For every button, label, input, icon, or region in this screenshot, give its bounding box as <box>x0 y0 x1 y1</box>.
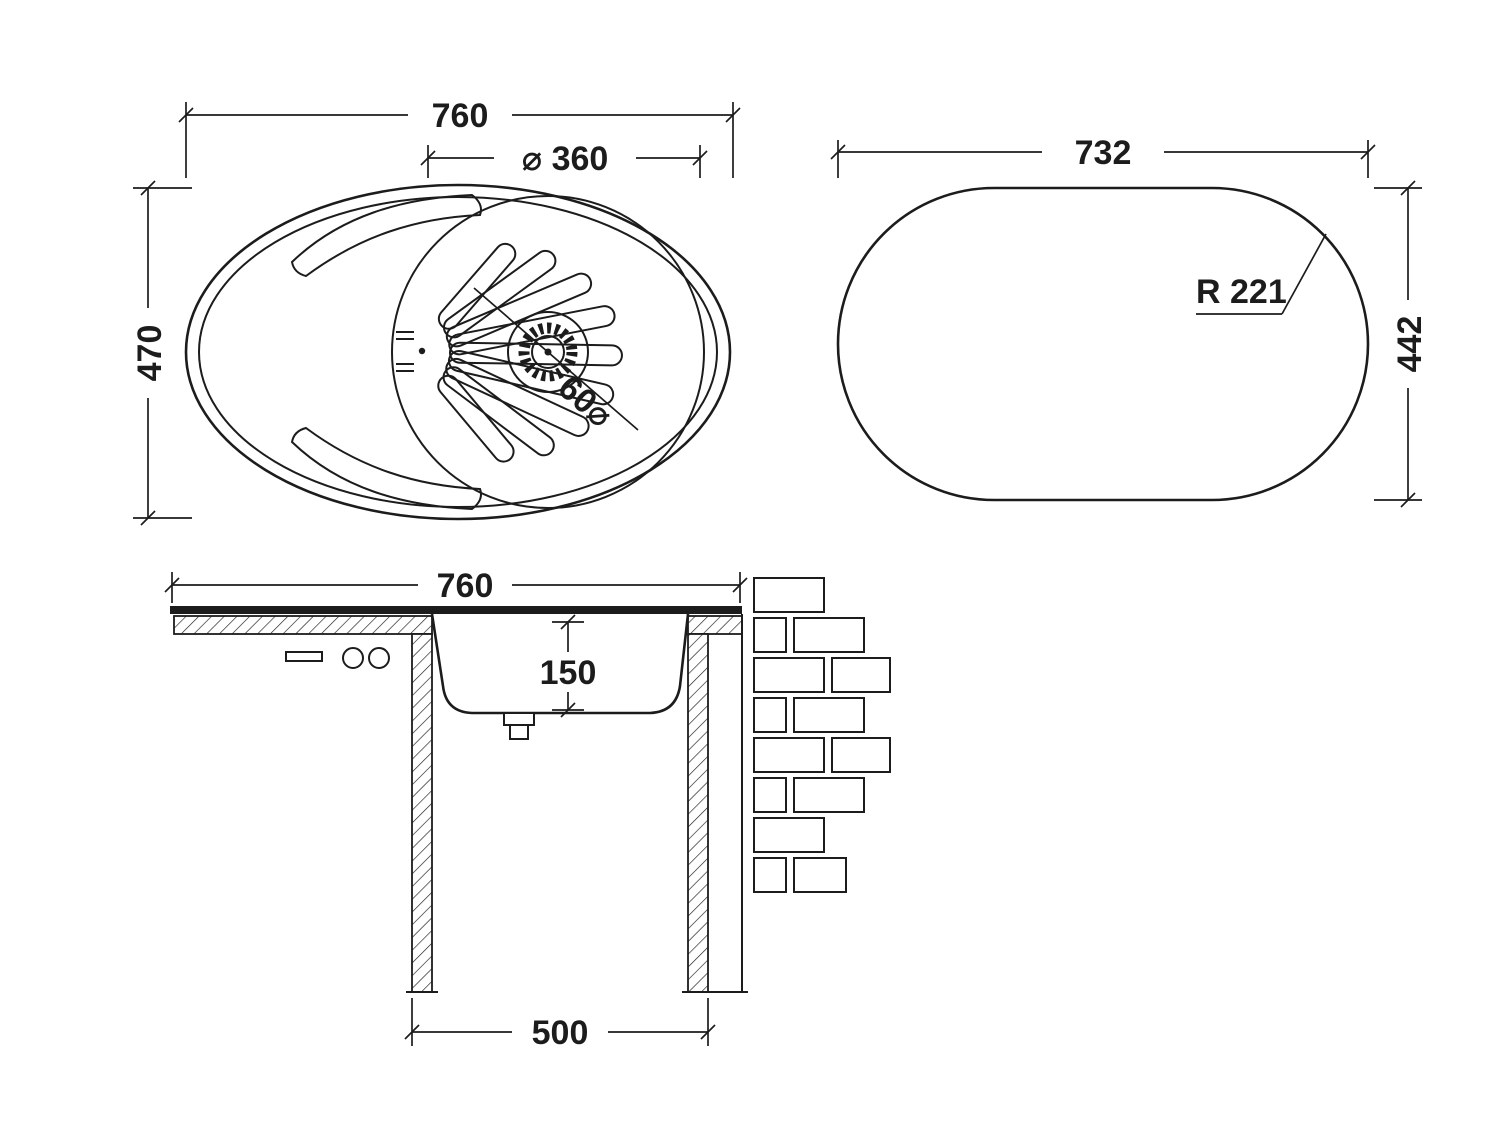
drain-outer-ring <box>507 311 589 393</box>
top-height-label: 470 <box>131 325 169 382</box>
sink-outline-shape <box>836 186 1370 502</box>
bowl-section <box>430 613 690 715</box>
corner-radius-label: R 221 <box>1196 273 1287 311</box>
drainboard-rib <box>437 242 517 330</box>
top-width-label: 760 <box>432 97 489 135</box>
brick-wall <box>753 577 891 893</box>
brick <box>793 857 847 893</box>
sink-outer-rim <box>184 183 732 521</box>
dim-outline-height <box>1374 180 1422 508</box>
outline-height-label: 442 <box>1391 316 1429 373</box>
faucet-slot <box>285 651 323 662</box>
bowl-depth-label: 150 <box>540 654 597 692</box>
drain-inner-ring <box>531 335 565 369</box>
cabinet-right-panel <box>687 633 709 993</box>
countertop-left <box>173 615 433 635</box>
top-view: 760 ⌀ 360 470 60⌀ <box>131 97 741 526</box>
dim-top-height <box>133 180 192 526</box>
drain-diameter-leader <box>473 287 639 431</box>
outline-width-label: 732 <box>1075 134 1132 172</box>
drain-fitting <box>503 712 535 740</box>
drainboard-bottom-slot <box>290 426 482 511</box>
overflow-marks <box>396 331 426 372</box>
outline-view: 732 R 221 442 <box>830 134 1429 508</box>
dim-bowl-width <box>404 998 716 1046</box>
cabinet-left-panel <box>411 633 433 993</box>
faucet-hole-symbols <box>285 647 390 669</box>
brick <box>753 657 825 693</box>
brick <box>753 857 787 893</box>
drainboard-rib <box>448 341 623 367</box>
bowl-width-label: 500 <box>532 1014 589 1052</box>
brick <box>753 737 825 773</box>
bowl-circle <box>391 195 705 509</box>
brick <box>753 577 825 613</box>
dim-bowl-diameter <box>420 145 708 178</box>
dim-bowl-depth <box>552 614 584 718</box>
drainboard-rib <box>445 272 593 348</box>
brick <box>793 617 865 653</box>
countertop-right <box>687 615 743 635</box>
brick <box>831 737 891 773</box>
brick <box>793 777 865 813</box>
dim-top-width <box>178 102 741 178</box>
bowl-diameter-label: ⌀ 360 <box>522 140 609 178</box>
sink-inner-rim <box>198 196 718 508</box>
dim-outline-width <box>830 140 1376 178</box>
brick <box>793 697 865 733</box>
section-width-label: 760 <box>437 567 494 605</box>
faucet-hole <box>342 647 364 669</box>
drainboard-top-slot <box>290 193 482 278</box>
drain-sunburst-ring <box>518 322 578 382</box>
brick <box>753 617 787 653</box>
sink-rim-profile <box>170 606 742 614</box>
brick <box>753 777 787 813</box>
brick <box>831 657 891 693</box>
section-view: 760 150 500 <box>164 567 891 1052</box>
radius-leader <box>1196 233 1327 315</box>
brick <box>753 697 787 733</box>
drainboard-rib <box>445 357 590 437</box>
drain-strainer <box>473 287 639 431</box>
faucet-hole <box>368 647 390 669</box>
dim-section-width <box>164 572 748 603</box>
brick <box>753 817 825 853</box>
drainboard-rib <box>442 249 557 339</box>
